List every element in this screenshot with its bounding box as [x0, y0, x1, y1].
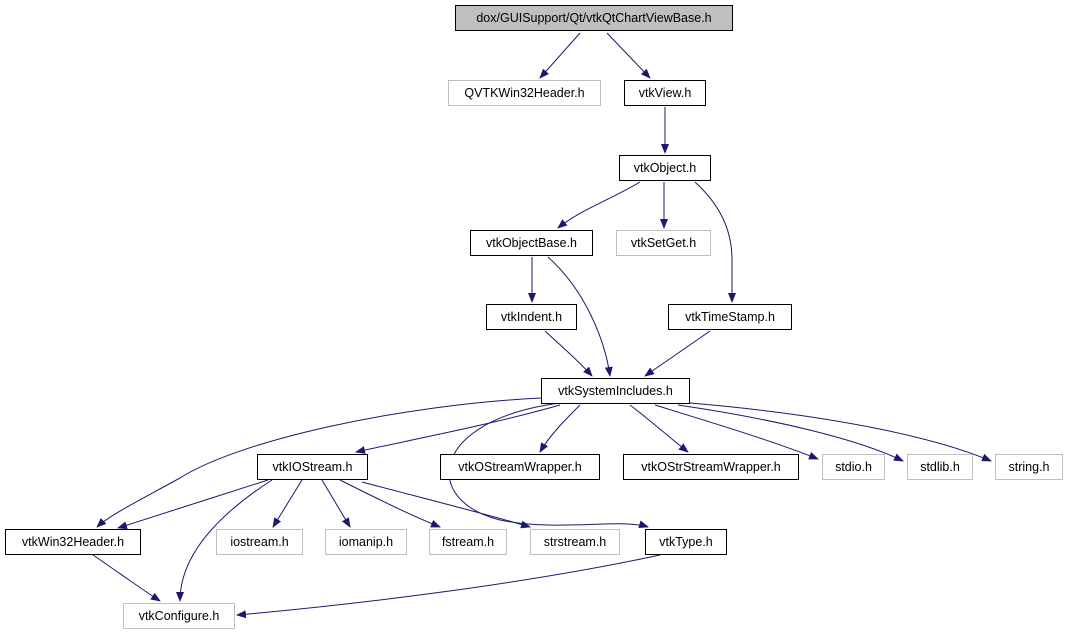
- node-vtkObject[interactable]: vtkObject.h: [619, 155, 711, 181]
- edge-vtkType-to-vtkConfigure: [236, 554, 661, 619]
- node-vtkTimeStamp[interactable]: vtkTimeStamp.h: [668, 304, 792, 330]
- node-vtkWin32Header[interactable]: vtkWin32Header.h: [5, 529, 141, 555]
- edge-vtkTimeStamp-to-vtkSystemIncludes: [644, 330, 711, 377]
- node-stdlib: stdlib.h: [907, 454, 973, 480]
- edge-vtkSystemIncludes-to-vtkOStreamWrapper: [539, 404, 581, 453]
- node-vtkType[interactable]: vtkType.h: [645, 529, 727, 555]
- edge-vtkSystemIncludes-to-vtkOStrStreamWrapper: [629, 404, 689, 453]
- node-fstream: fstream.h: [429, 529, 507, 555]
- edge-vtkObjectBase-to-vtkSystemIncludes: [547, 256, 613, 377]
- edge-vtkObject-to-vtkTimeStamp: [694, 181, 736, 303]
- edge-vtkIOStream-to-fstream: [339, 479, 441, 528]
- edge-root-to-vtkView: [606, 32, 651, 79]
- edge-root-to-qvtk: [539, 32, 581, 79]
- node-vtkIOStream[interactable]: vtkIOStream.h: [257, 454, 368, 480]
- edge-vtkSystemIncludes-to-vtkWin32Header: [96, 397, 542, 528]
- edge-vtkObject-to-vtkObjectBase: [557, 181, 641, 229]
- node-qvtk: QVTKWin32Header.h: [448, 80, 601, 106]
- node-vtkConfigure: vtkConfigure.h: [123, 603, 235, 629]
- edge-vtkIOStream-to-iostream: [272, 479, 303, 528]
- node-string: string.h: [995, 454, 1063, 480]
- edge-vtkSystemIncludes-to-string: [689, 402, 992, 462]
- edge-vtkIOStream-to-vtkConfigure: [176, 479, 273, 602]
- node-stdio: stdio.h: [822, 454, 885, 480]
- node-iomanip: iomanip.h: [325, 529, 407, 555]
- edge-vtkIOStream-to-vtkWin32Header: [117, 479, 269, 530]
- node-vtkSetGet: vtkSetGet.h: [616, 230, 711, 256]
- node-vtkOStreamWrapper[interactable]: vtkOStreamWrapper.h: [440, 454, 600, 480]
- edge-vtkSystemIncludes-to-stdio: [654, 404, 819, 460]
- node-iostream: iostream.h: [216, 529, 303, 555]
- node-vtkView[interactable]: vtkView.h: [624, 80, 706, 106]
- edge-vtkIndent-to-vtkSystemIncludes: [544, 330, 593, 377]
- node-vtkIndent[interactable]: vtkIndent.h: [486, 304, 577, 330]
- node-vtkSystemIncludes[interactable]: vtkSystemIncludes.h: [541, 378, 690, 404]
- edge-vtkSystemIncludes-to-stdlib: [677, 404, 904, 462]
- edge-vtkIOStream-to-iomanip: [321, 479, 351, 528]
- edge-vtkSystemIncludes-to-vtkIOStream: [355, 404, 561, 454]
- node-vtkOStrStreamWrapper[interactable]: vtkOStrStreamWrapper.h: [623, 454, 799, 480]
- edge-vtkIOStream-to-strstream: [361, 481, 531, 529]
- node-vtkObjectBase[interactable]: vtkObjectBase.h: [470, 230, 593, 256]
- edge-vtkWin32Header-to-vtkConfigure: [92, 554, 161, 602]
- node-strstream: strstream.h: [530, 529, 620, 555]
- node-root[interactable]: dox/GUISupport/Qt/vtkQtChartViewBase.h: [455, 5, 733, 31]
